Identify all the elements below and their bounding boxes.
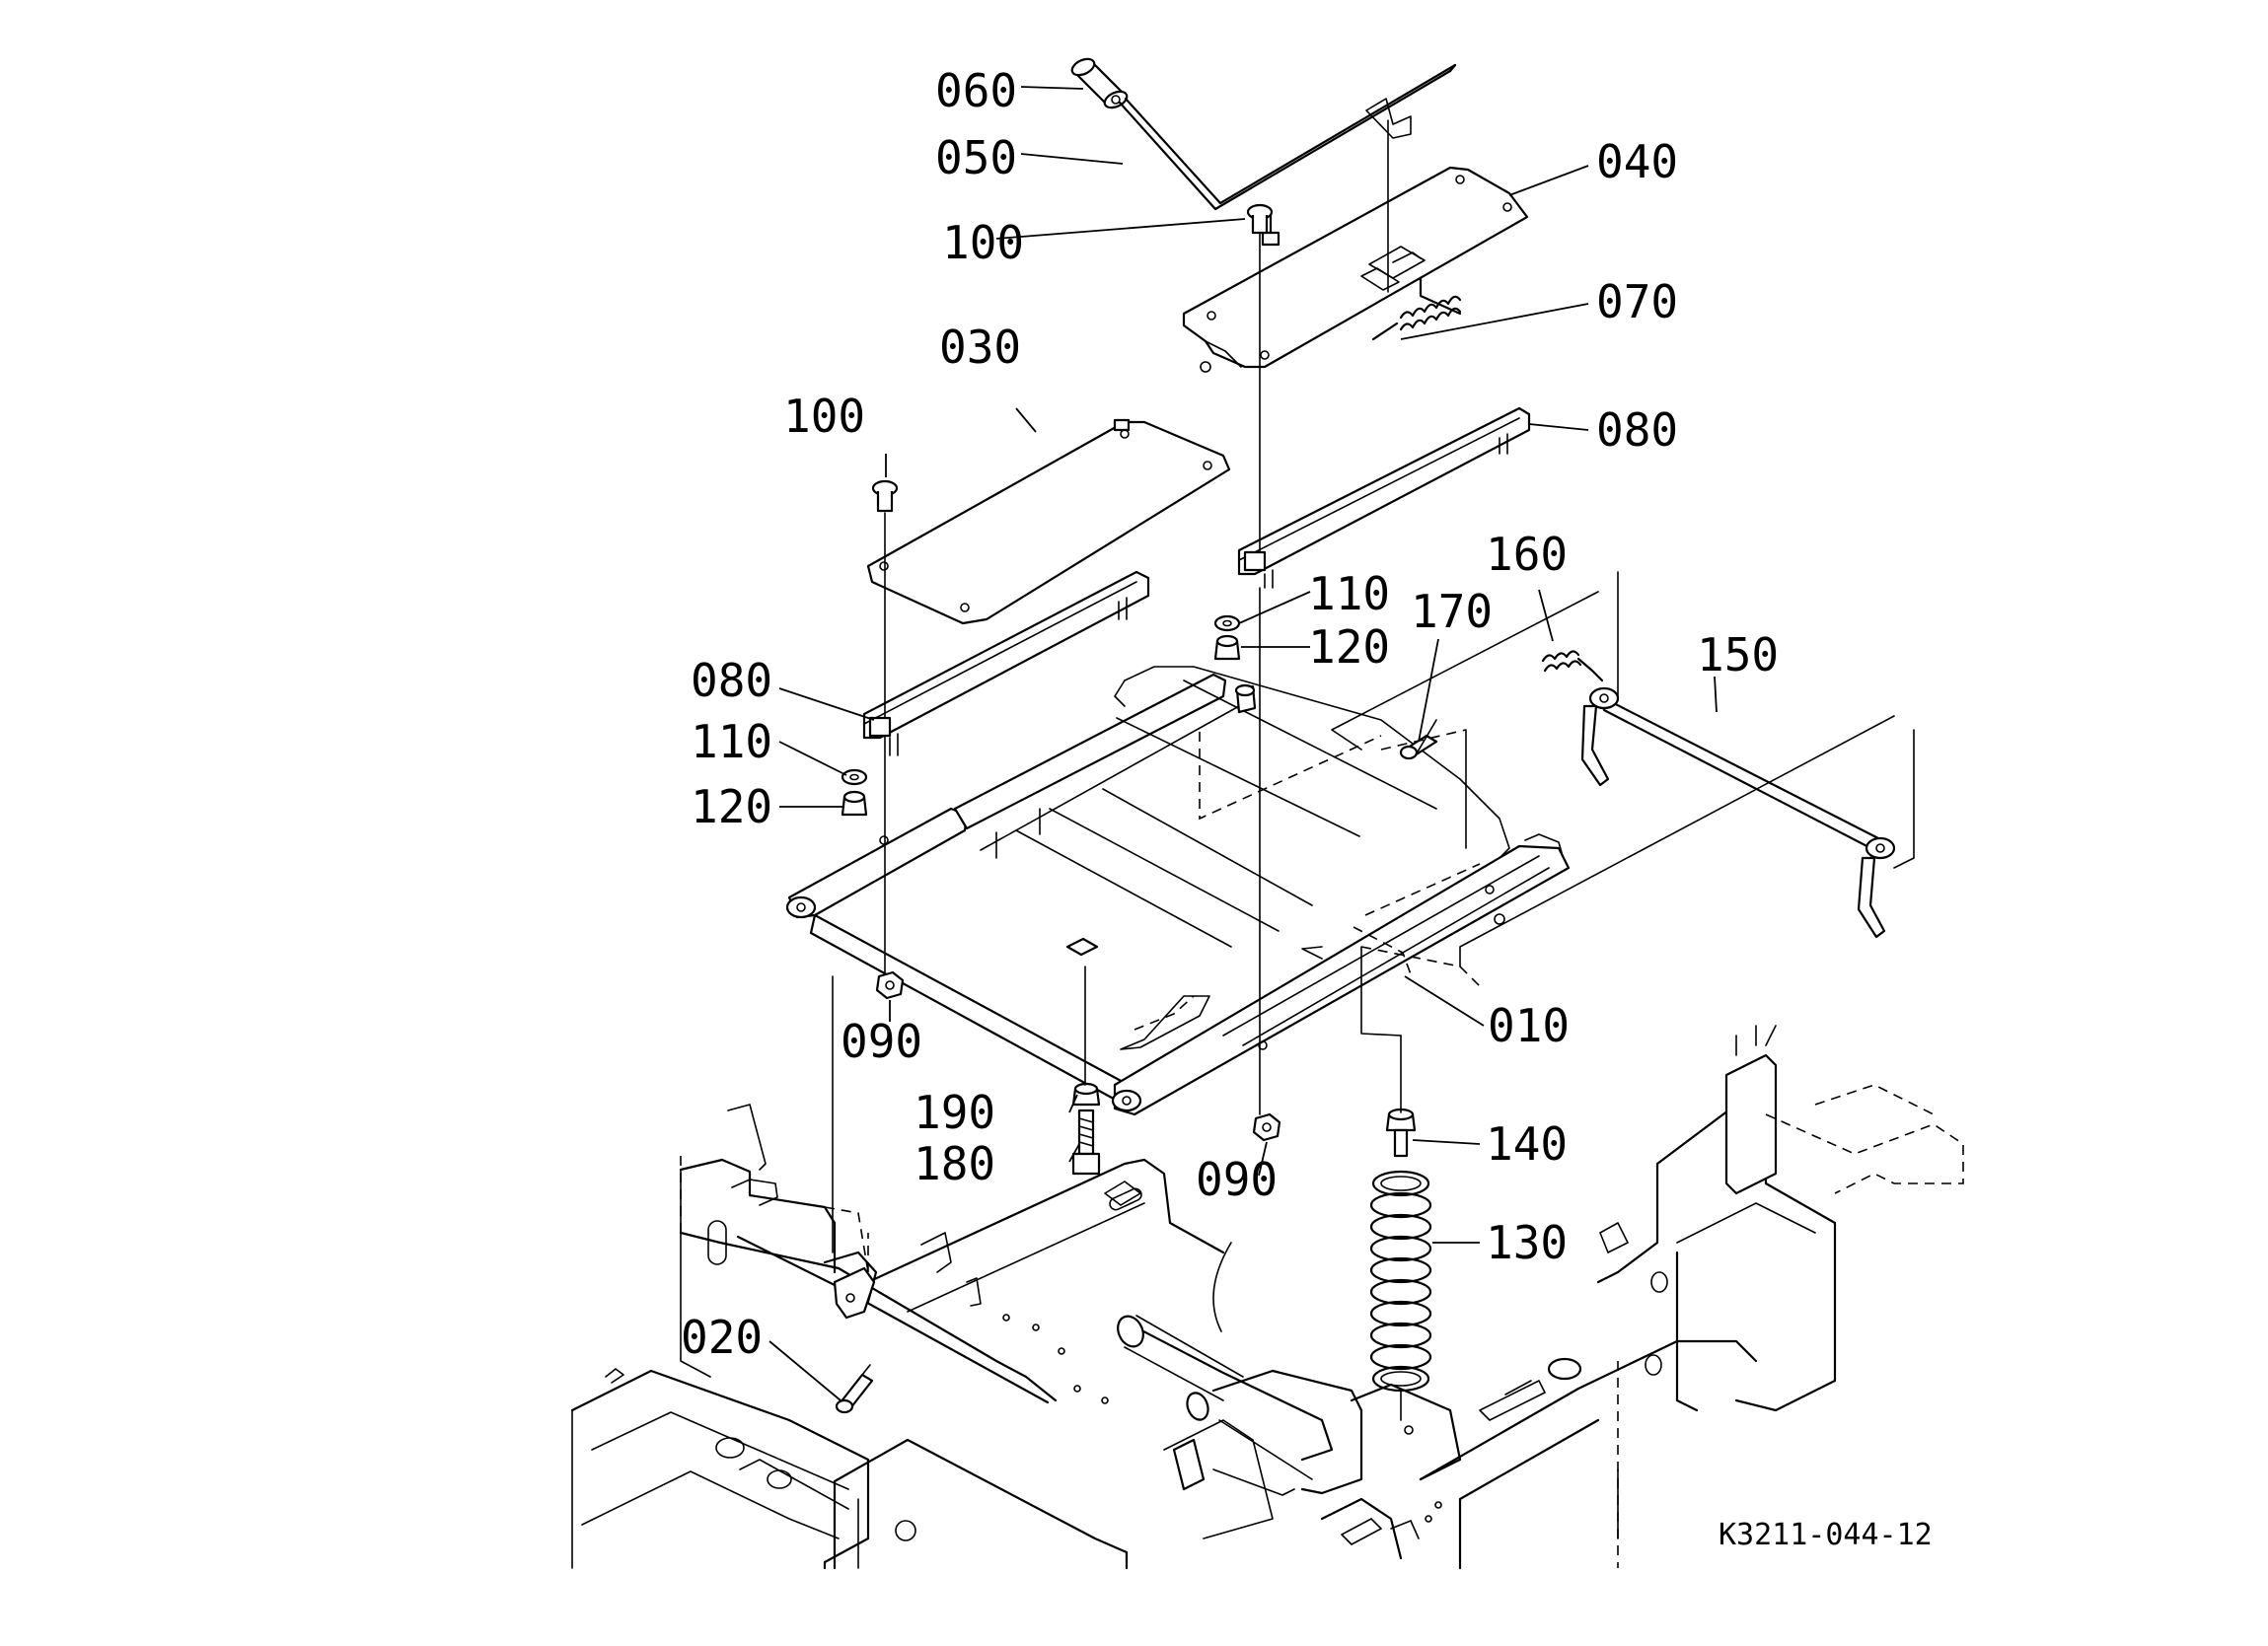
part-100-bolt-left	[871, 479, 899, 513]
part-110-washer-right	[1213, 614, 1241, 632]
callout-110-right: 110	[1308, 567, 1390, 620]
callout-080-right: 080	[1596, 403, 1678, 457]
callout-120-right: 120	[1308, 620, 1390, 674]
part-140-bolt	[1385, 1108, 1417, 1158]
callout-020: 020	[681, 1311, 763, 1364]
part-080-rail-right	[1237, 406, 1531, 589]
part-090-nut-left	[875, 970, 905, 1000]
callout-080-left: 080	[691, 654, 772, 707]
callout-060: 060	[935, 64, 1017, 117]
part-150-bar	[1580, 686, 1896, 939]
callout-090-right: 090	[1196, 1153, 1278, 1206]
callout-190: 190	[914, 1086, 995, 1139]
callout-010: 010	[1488, 999, 1570, 1052]
part-130-coil-spring	[1369, 1170, 1432, 1393]
part-120-nut-right	[1213, 634, 1241, 661]
callout-050: 050	[935, 131, 1017, 184]
callout-100-top: 100	[942, 216, 1024, 269]
part-040-plate	[1182, 166, 1529, 373]
part-050-lever-rod	[1118, 63, 1457, 211]
callout-070: 070	[1596, 275, 1678, 328]
part-020-pin	[835, 1364, 874, 1414]
callout-040: 040	[1596, 135, 1678, 188]
part-180-bolt	[1071, 1109, 1101, 1176]
part-190-nut	[1071, 1082, 1101, 1107]
callout-030: 030	[939, 321, 1021, 374]
assembly-lines	[832, 119, 1915, 1421]
part-030-cover	[866, 418, 1231, 625]
callout-180: 180	[914, 1137, 995, 1190]
part-080-rail-left	[862, 570, 1150, 756]
part-090-nut-right	[1252, 1112, 1281, 1142]
callout-100-left: 100	[783, 390, 865, 443]
callout-090-left: 090	[841, 1015, 922, 1068]
callout-110-left: 110	[691, 715, 772, 768]
part-110-washer-left	[841, 768, 868, 786]
callout-140: 140	[1486, 1117, 1568, 1171]
leader-lines	[768, 86, 1718, 1401]
callout-120-left: 120	[691, 780, 772, 833]
part-070-spring	[1371, 276, 1462, 341]
part-010-seat-frame	[785, 666, 1571, 1116]
callout-130: 130	[1486, 1216, 1568, 1269]
part-120-nut-left	[841, 790, 868, 817]
part-100-bolt-top	[1246, 203, 1274, 235]
chassis	[570, 1025, 1964, 1570]
callout-150: 150	[1697, 628, 1779, 681]
part-160-spring	[1541, 650, 1604, 682]
callout-160: 160	[1486, 528, 1568, 581]
callout-labels: 060 050 100 040 070 030 080 100 160 110 …	[681, 64, 1933, 1552]
callout-170: 170	[1411, 585, 1493, 638]
part-060-grip	[1070, 57, 1129, 109]
drawing-number: K3211-044-12	[1719, 1518, 1933, 1552]
